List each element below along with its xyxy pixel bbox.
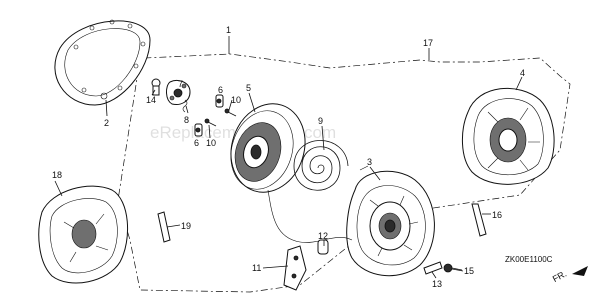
- callout-14: 14: [146, 95, 156, 105]
- front-direction-indicator: FR.: [551, 266, 588, 284]
- part-clamp-16: [471, 203, 487, 237]
- callout-13: 13: [432, 279, 442, 289]
- callout-1: 1: [226, 25, 231, 35]
- callout-10b: 10: [206, 138, 216, 148]
- callout-8: 8: [184, 115, 189, 125]
- leader-lines: [54, 36, 523, 279]
- part-starter-rope: [267, 189, 353, 243]
- callout-7: 7: [178, 79, 183, 89]
- callout-4: 4: [520, 68, 525, 78]
- callouts: 1 17 4 5 14 7 6 10 8 6 10 9 2 3 18 19 16…: [52, 25, 525, 289]
- callout-18: 18: [52, 170, 62, 180]
- assembly-outline: [117, 53, 571, 293]
- callout-17: 17: [423, 38, 433, 48]
- part-fan-cover: [461, 87, 555, 185]
- diagram-code: ZK00E1100C: [505, 255, 553, 264]
- callout-19: 19: [181, 221, 191, 231]
- front-arrow-icon: [572, 266, 588, 276]
- part-gasket-ring: [54, 19, 151, 106]
- part-screw-10a: [224, 108, 237, 117]
- part-clamp-19: [157, 211, 171, 243]
- callout-9: 9: [318, 116, 323, 126]
- part-bolt-14: [151, 78, 161, 96]
- part-reel-pulley: [230, 103, 306, 193]
- callout-2: 2: [104, 118, 109, 128]
- part-recoil-spring: [293, 140, 369, 191]
- callout-6a: 6: [218, 85, 223, 95]
- part-bolt-13: [423, 261, 443, 275]
- part-starter-case: [346, 170, 435, 277]
- callout-5: 5: [246, 83, 251, 93]
- callout-11: 11: [252, 263, 261, 273]
- part-pawl-6b: [194, 123, 203, 137]
- callout-10a: 10: [231, 95, 241, 105]
- callout-6b: 6: [194, 138, 199, 148]
- part-bolt-15: [443, 263, 463, 273]
- callout-16: 16: [492, 210, 502, 220]
- part-spring-8: [182, 99, 188, 113]
- part-screw-10b: [204, 118, 217, 127]
- part-pawl-6a: [215, 94, 224, 108]
- callout-12: 12: [318, 231, 328, 241]
- callout-15: 15: [464, 266, 474, 276]
- part-starter-cover-18: [38, 185, 129, 284]
- part-starter-grip-11: [283, 245, 307, 291]
- part-rope-guide-12: [317, 239, 329, 255]
- direction-label: FR.: [551, 268, 568, 284]
- part-ratchet-7: [166, 79, 191, 105]
- callout-3: 3: [367, 157, 372, 167]
